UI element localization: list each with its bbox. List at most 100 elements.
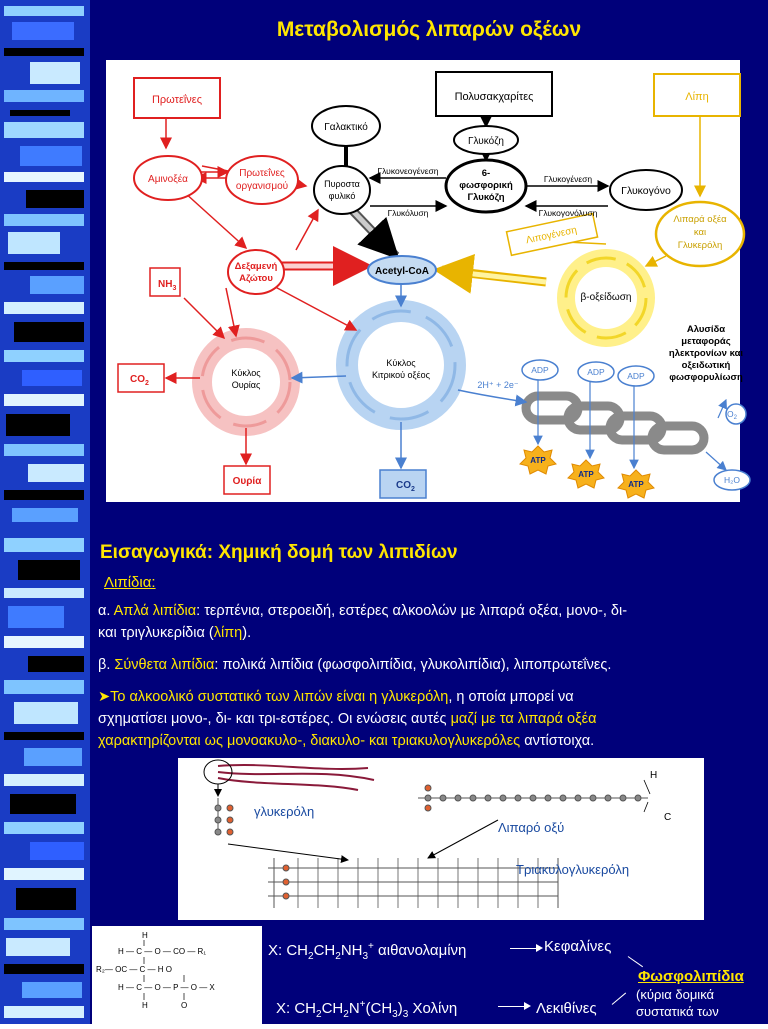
g6p-ellipse [444,158,528,214]
adp-3-label: ADP [627,371,645,381]
carbon-label: C [664,812,671,823]
cephalins-label: Κεφαλίνες [544,938,612,955]
co2-product-box [379,469,427,499]
formula-bottom-o: O [181,1001,187,1010]
fatty-acid-tails [217,764,375,791]
etc-label-3: ηλεκτρονίων και [669,348,744,359]
acetyl-coa-ellipse [367,255,437,285]
lipids-box [653,73,741,117]
adp-3-ellipse [617,365,655,387]
adp-2-ellipse [577,361,615,383]
o2-ellipse [725,403,747,425]
lipogenesis-box [505,212,599,257]
organism-proteins-label-2: οργανισμού [236,180,288,192]
atp-1-label: ATP [530,456,546,465]
urea-cycle-label-1: Κύκλος [231,368,261,378]
urea-cycle-ring [192,328,300,436]
glucose-ellipse [453,125,519,155]
polysaccharides-label: Πολυσακχαρίτες [455,91,534,103]
etc-label-5: φωσφορυλίωση [669,372,743,383]
formula-line-2: R₂— OC — C — H O [96,965,172,974]
paragraph-simple-lipids: α. Απλά λιπίδια: τερπένια, στεροειδή, εσ… [98,603,628,641]
electron-transport-chain-links [521,391,709,455]
krebs-label-2: Κιτρικού οξέος [372,370,431,380]
left-decorative-strip [0,0,90,530]
triacylglycerol-molecule [268,858,559,908]
organism-proteins-ellipse [225,155,299,205]
glycolysis-label: Γλυκόλυση [388,208,429,218]
ethanolamine-row: X: CH2CH2NH3+ αιθανολαμίνη [268,941,467,962]
g6p-label-2: φωσφορική [459,180,513,191]
formula-line-1: H — C — O — CO — R₁ [118,947,206,956]
lipids-heading: Λιπίδια: [104,574,156,591]
glycogen-label: Γλυκογόνο [621,185,671,197]
glycogenolysis-label: Γλυκογονόλυση [539,208,598,218]
nitrogen-pool-label-1: Δεξαμενή [235,261,278,272]
fatty-acids-label-2: και [694,227,706,238]
arrow-to-lecithins-head [524,1002,531,1010]
triacylglycerol-svg: γλυκερόλη Λιπαρό οξύ Τριακυλογλυκερόλη H… [203,759,671,908]
proteins-label: Πρωτεΐνες [152,94,202,106]
pyruvate-ellipse [313,165,371,215]
phospholipids-note-2: συστατικά των [636,1004,719,1019]
lecithins-label: Λεκιθίνες [536,1000,597,1017]
pyruvate-label-2: φυλικό [329,191,356,201]
krebs-cycle-ring [336,300,466,430]
choline-row: X: CH2CH2N+(CH3)3 Χολίνη [276,999,458,1020]
etc-label-1: Αλυσίδα [687,324,725,335]
beta-oxidation-ring [557,249,655,347]
glycogenesis-label: Γλυκογένεση [544,174,593,184]
amino-acids-label: Αμινοξέα [148,173,188,185]
organism-proteins-label-1: Πρωτεΐνες [239,167,285,179]
lactate-label: Γαλακτικό [324,121,368,133]
etc-label-2: μεταφοράς [681,336,730,347]
metabolism-diagram: Πρωτεΐνες Πολυσακχαρίτες Λίπη Γαλακτικό … [106,60,751,502]
formula-top-h: H [142,931,148,940]
slide-metabolism: Μεταβολισμός λιπαρών οξέων [90,0,768,530]
beta-oxidation-label: β-οξείδωση [581,291,632,303]
arrow-to-cephalins-head [536,944,543,952]
nitrogen-pool-label-2: Αζώτου [239,273,273,284]
nh3-box [149,267,181,297]
atp-2-label: ATP [578,470,594,479]
glycerol-label: γλυκερόλη [254,804,314,819]
lactate-ellipse [311,105,381,147]
fatty-acids-label-1: Λιπαρά οξέα [673,214,727,225]
adp-1-label: ADP [531,365,549,375]
nh3-label: NH3 [158,279,176,292]
fatty-acid-label: Λιπαρό οξύ [498,820,564,835]
co2-box [117,363,165,393]
glucose-label: Γλυκόζη [468,135,504,147]
urea-box [223,465,271,495]
urea-label: Ουρία [233,476,263,487]
arrow-to-cephalins [510,948,540,949]
proteins-box [133,77,221,119]
metabolism-diagram-svg: Πρωτεΐνες Πολυσακχαρίτες Λίπη Γαλακτικό … [117,71,751,499]
phospholipids-label: Φωσφολιπίδια [638,968,744,985]
fatty-acids-glycerol-ellipse [654,200,746,268]
fatty-acid-molecule [418,784,648,812]
atp-badges [519,445,655,499]
arrow-to-lecithins [498,1006,528,1007]
slide-title: Εισαγωγικά: Χημική δομή των λιπιδίων [100,542,458,563]
co2-label: CO2 [130,374,149,387]
phospholipid-formula: H H — C — O — CO — R₁ R₂— OC — C — H O H… [92,926,262,1024]
etc-label-4: οξειδωτική [682,360,731,371]
protons-label: 2H⁺ + 2e⁻ [477,380,519,390]
formula-bottom-h: H [142,1001,148,1010]
g6p-label-3: Γλυκόζη [467,192,504,203]
slide-title: Μεταβολισμός λιπαρών οξέων [276,18,582,41]
fatty-acids-label-3: Γλυκερόλη [678,240,722,251]
paragraph-complex-lipids: β. Σύνθετα λιπίδια: πολικά λιπίδια (φωσφ… [98,657,612,673]
urea-cycle-label-2: Ουρίας [232,380,261,390]
triacylglycerol-illustration: γλυκερόλη Λιπαρό οξύ Τριακυλογλυκερόλη H… [178,758,704,920]
pyruvate-label-1: Πυροστα [324,179,360,189]
phospholipid-formula-svg: H H — C — O — CO — R₁ R₂— OC — C — H O H… [96,931,215,1010]
adp-1-ellipse [521,359,559,381]
left-decorative-strip-bottom [0,530,90,1024]
krebs-label-1: Κύκλος [386,358,416,368]
triacylglycerol-label: Τριακυλογλυκερόλη [516,862,629,877]
formula-line-3: H — C — O — P — O — X [118,983,215,992]
co2-product-label: CO2 [396,480,415,493]
